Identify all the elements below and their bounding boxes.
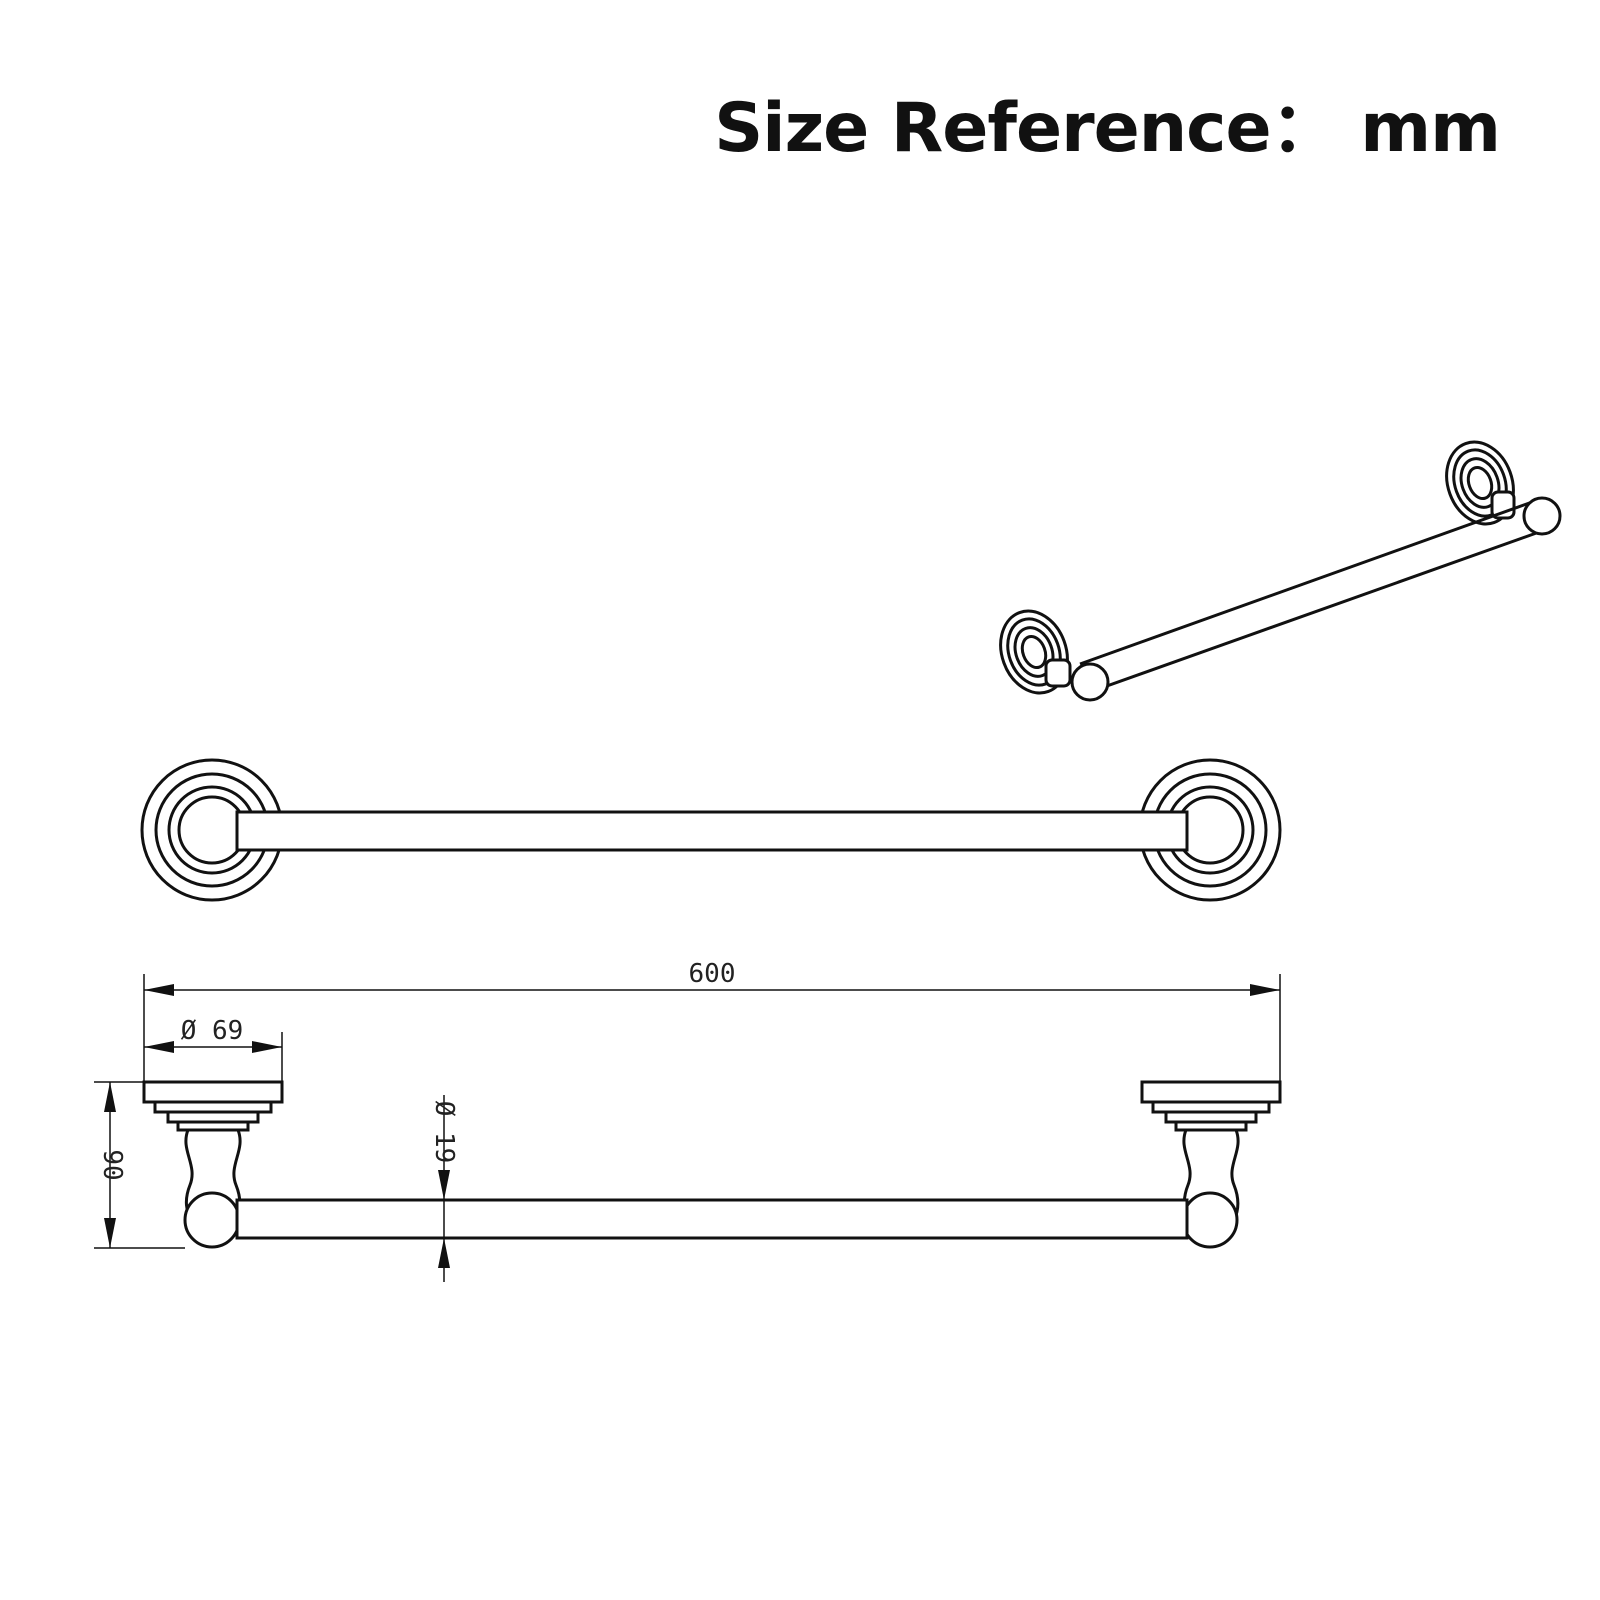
- dimension-label-19: Ø 19: [429, 1101, 459, 1164]
- dimension-bar-diameter: Ø 19: [429, 1095, 459, 1282]
- page-title: Size Reference： mm: [714, 89, 1501, 168]
- perspective-view: [999, 440, 1562, 702]
- dimension-label-600: 600: [689, 959, 736, 989]
- dimension-base-diameter: Ø 69: [144, 1016, 283, 1082]
- dimension-projection: 90: [94, 1081, 185, 1249]
- dimension-label-90: 90: [97, 1149, 127, 1180]
- dimension-total-length: 600: [143, 959, 1281, 1082]
- dimension-label-69: Ø 69: [181, 1016, 244, 1046]
- front-view: [140, 758, 1282, 902]
- top-view: [142, 1080, 1282, 1249]
